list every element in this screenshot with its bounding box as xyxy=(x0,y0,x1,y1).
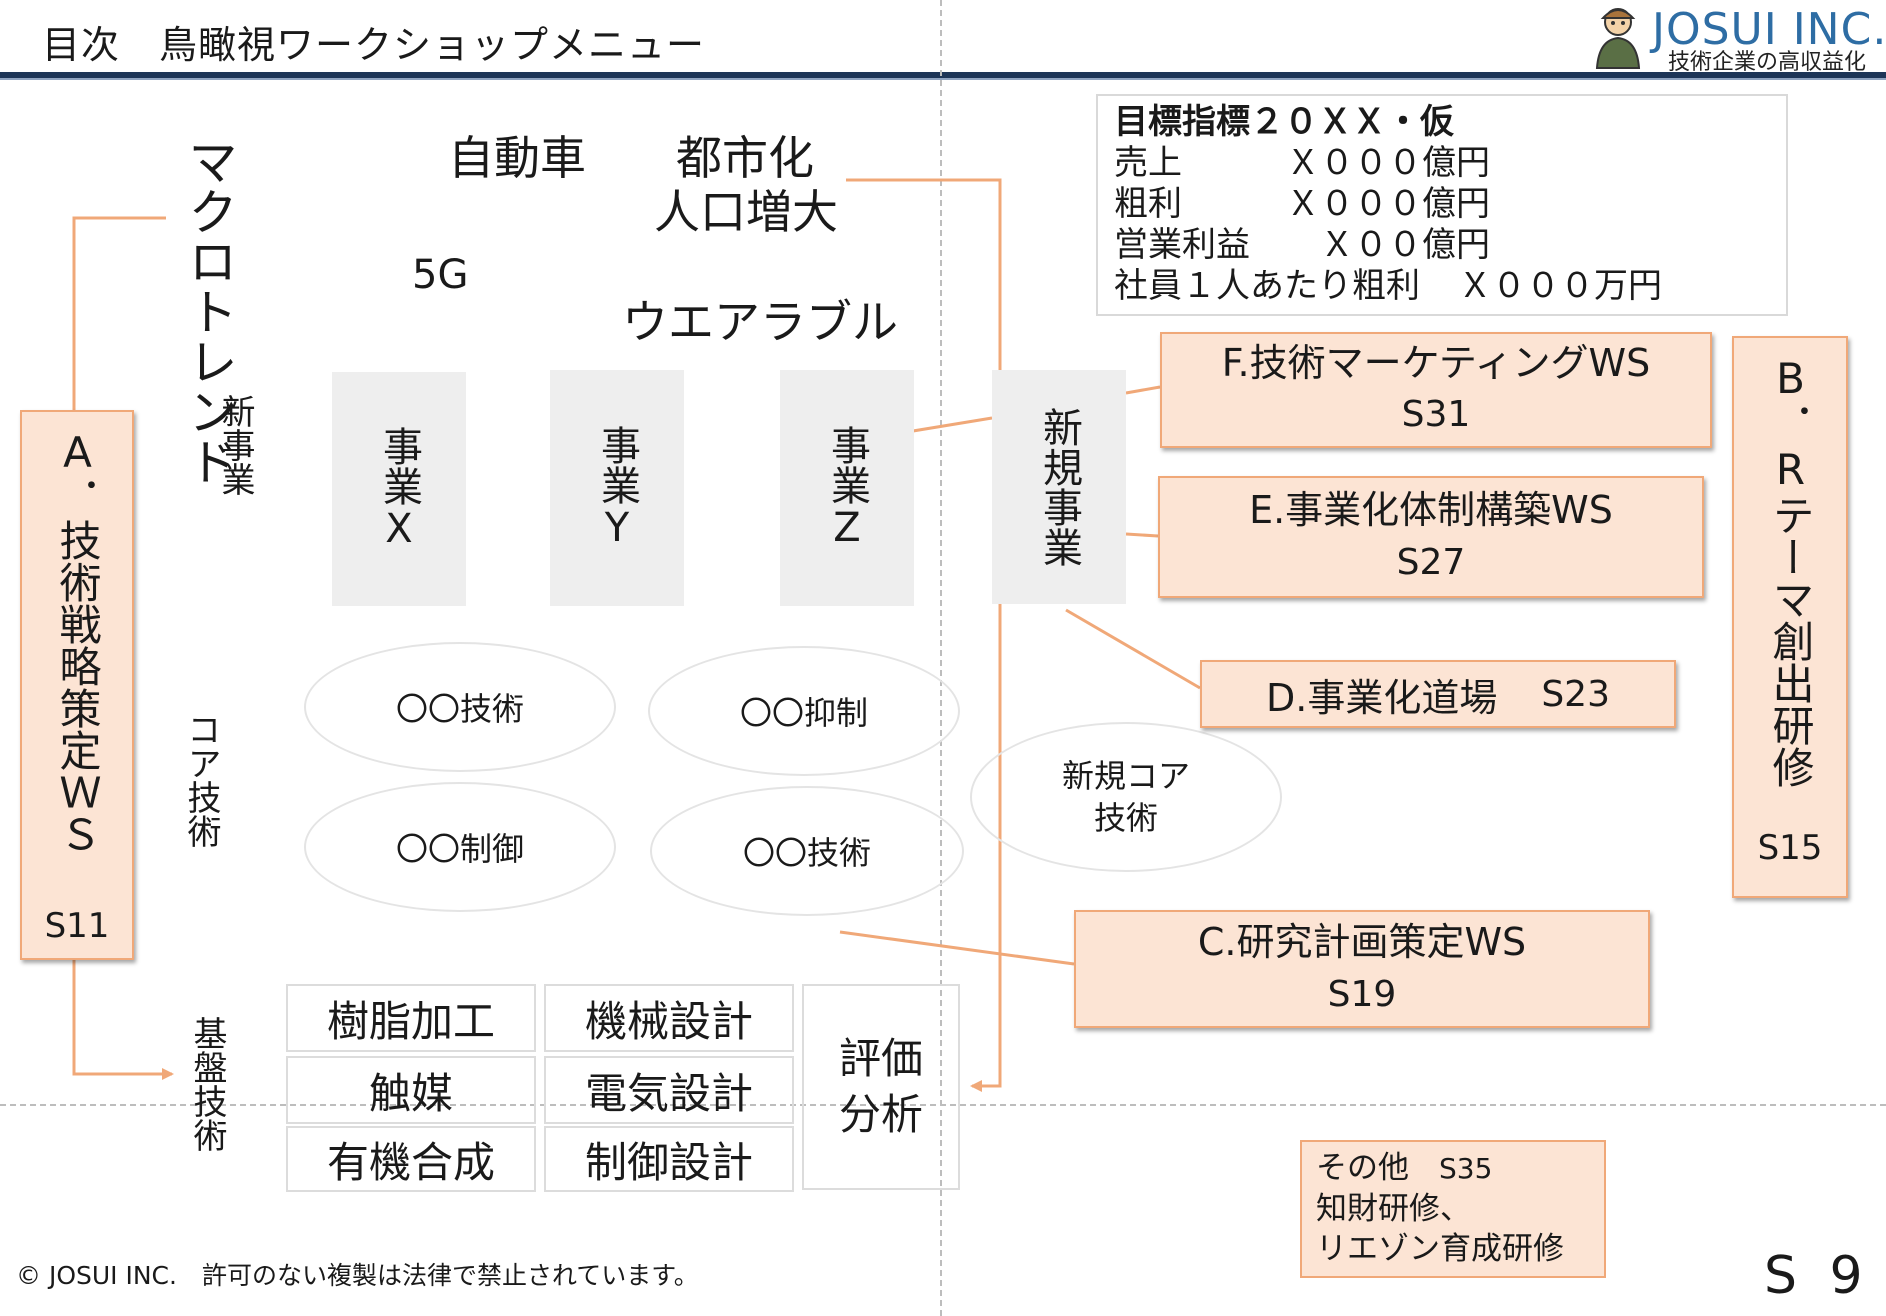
kpi-value: Ｘ００億円 xyxy=(1320,225,1490,265)
business-z-label: 事業Z xyxy=(824,425,870,551)
other-line3: リエゾン育成研修 xyxy=(1316,1231,1564,1267)
workshop-a-box[interactable]: A．技術戦略策定ＷＳ S11 xyxy=(20,410,134,960)
business-y-box: 事業Y xyxy=(550,370,684,606)
workshop-e-page: S27 xyxy=(1396,542,1466,583)
kpi-row: 社員１人あたり粗利 Ｘ０００万円 xyxy=(1114,266,1770,307)
workshop-f-page: S31 xyxy=(1401,394,1471,435)
kpi-value: Ｘ０００億円 xyxy=(1286,184,1490,224)
workshop-b-title: B．Rテーマ創出研修 xyxy=(1766,354,1815,788)
business-z-box: 事業Z xyxy=(780,370,914,606)
base-tech-box: 電気設計 xyxy=(544,1056,794,1124)
workshop-c-page: S19 xyxy=(1327,974,1397,1015)
core-tech-ellipse: 〇〇技術 xyxy=(650,786,964,916)
workshop-f-title: F.技術マーケティングWS xyxy=(1221,341,1651,385)
kpi-box: 目標指標２０ＸＸ・仮 売上 Ｘ０００億円 粗利 Ｘ０００億円 営業利益 Ｘ００億円 社… xyxy=(1096,94,1788,316)
vertical-guide-line xyxy=(940,0,942,1316)
kpi-row: 粗利 Ｘ０００億円 xyxy=(1114,184,1770,225)
kpi-row: 売上 Ｘ０００億円 xyxy=(1114,143,1770,184)
business-x-box: 事業X xyxy=(332,372,466,606)
kpi-label: 粗利 xyxy=(1114,184,1182,224)
row-label-new-business: 新事業 xyxy=(215,394,255,496)
workshop-c-box[interactable]: C.研究計画策定WS S19 xyxy=(1074,910,1650,1028)
core-tech-ellipse: 〇〇技術 xyxy=(304,642,616,772)
kpi-label: 社員１人あたり粗利 xyxy=(1114,266,1420,306)
workshop-a-title: A．技術戦略策定ＷＳ xyxy=(53,428,102,855)
mascot-logo-icon xyxy=(1595,8,1641,69)
page-number: S 9 xyxy=(1764,1246,1871,1306)
page-title: 目次 鳥瞰視ワークショップメニュー xyxy=(42,23,706,67)
trend-population-growth: 人口増大 xyxy=(654,185,838,239)
header-bar xyxy=(0,72,1886,78)
business-y-label: 事業Y xyxy=(594,425,640,551)
kpi-label: 営業利益 xyxy=(1114,225,1250,265)
row-label-base-tech: 基盤技術 xyxy=(187,1016,227,1152)
workshop-f-box[interactable]: F.技術マーケティングWS S31 xyxy=(1160,332,1712,448)
trend-5g: 5G xyxy=(412,252,469,298)
workshop-e-box[interactable]: E.事業化体制構築WS S27 xyxy=(1158,476,1704,598)
other-box[interactable]: その他 S35 知財研修、 リエゾン育成研修 xyxy=(1300,1140,1606,1278)
workshop-e-title: E.事業化体制構築WS xyxy=(1249,488,1613,532)
kpi-row: 営業利益 Ｘ００億円 xyxy=(1114,225,1770,266)
workshop-d-title: D.事業化道場 xyxy=(1265,675,1498,720)
base-tech-box: 樹脂加工 xyxy=(286,984,536,1052)
workshop-b-page: S15 xyxy=(1757,828,1823,868)
kpi-value: Ｘ０００万円 xyxy=(1458,266,1662,306)
base-tech-box: 触媒 xyxy=(286,1056,536,1124)
evaluation-line2: 分析 xyxy=(838,1090,923,1139)
workshop-b-box[interactable]: B．Rテーマ創出研修 S15 xyxy=(1732,336,1848,898)
new-core-line1: 新規コア xyxy=(1061,757,1190,795)
base-tech-box: 有機合成 xyxy=(286,1126,536,1192)
other-line2: 知財研修、 xyxy=(1316,1191,1471,1227)
workshop-a-page: S11 xyxy=(44,906,110,946)
new-venture-box: 新規事業 xyxy=(992,370,1126,604)
core-tech-ellipse: 〇〇抑制 xyxy=(648,646,960,776)
new-core-tech-ellipse: 新規コア 技術 xyxy=(970,722,1282,872)
company-logo-text: JOSUI INC. xyxy=(1652,4,1886,55)
header-bar-shadow xyxy=(0,78,1886,80)
kpi-title: 目標指標２０ＸＸ・仮 xyxy=(1114,102,1454,142)
copyright-footer: © JOSUI INC. 許可のない複製は法律で禁止されています。 xyxy=(16,1261,699,1290)
evaluation-line1: 評価 xyxy=(838,1034,923,1083)
row-label-core-tech: コア技術 xyxy=(181,712,221,848)
workshop-c-title: C.研究計画策定WS xyxy=(1197,920,1527,964)
business-x-label: 事業X xyxy=(376,426,422,552)
other-title: その他 xyxy=(1316,1150,1409,1186)
kpi-label: 売上 xyxy=(1114,143,1182,183)
workshop-d-box[interactable]: D.事業化道場 S23 xyxy=(1200,660,1676,728)
company-tagline: 技術企業の高収益化 xyxy=(1668,50,1867,75)
other-title-row: その他 S35 xyxy=(1316,1148,1590,1189)
evaluation-analysis-box: 評価 分析 xyxy=(802,984,960,1190)
trend-automobile: 自動車 xyxy=(448,131,586,185)
base-tech-box: 制御設計 xyxy=(544,1126,794,1192)
base-tech-box: 機械設計 xyxy=(544,984,794,1052)
trend-urbanization: 都市化 xyxy=(676,131,814,185)
new-core-line2: 技術 xyxy=(1093,799,1158,837)
core-tech-ellipse: 〇〇制御 xyxy=(304,782,616,912)
workshop-d-page: S23 xyxy=(1541,673,1610,715)
trend-wearable: ウエアラブル xyxy=(622,295,898,349)
new-venture-label: 新規事業 xyxy=(1036,407,1082,567)
macro-trend-label: マクロトレンド xyxy=(180,136,238,486)
other-page: S35 xyxy=(1439,1152,1493,1185)
kpi-value: Ｘ０００億円 xyxy=(1286,143,1490,183)
horizontal-guide-line xyxy=(0,1104,1886,1106)
